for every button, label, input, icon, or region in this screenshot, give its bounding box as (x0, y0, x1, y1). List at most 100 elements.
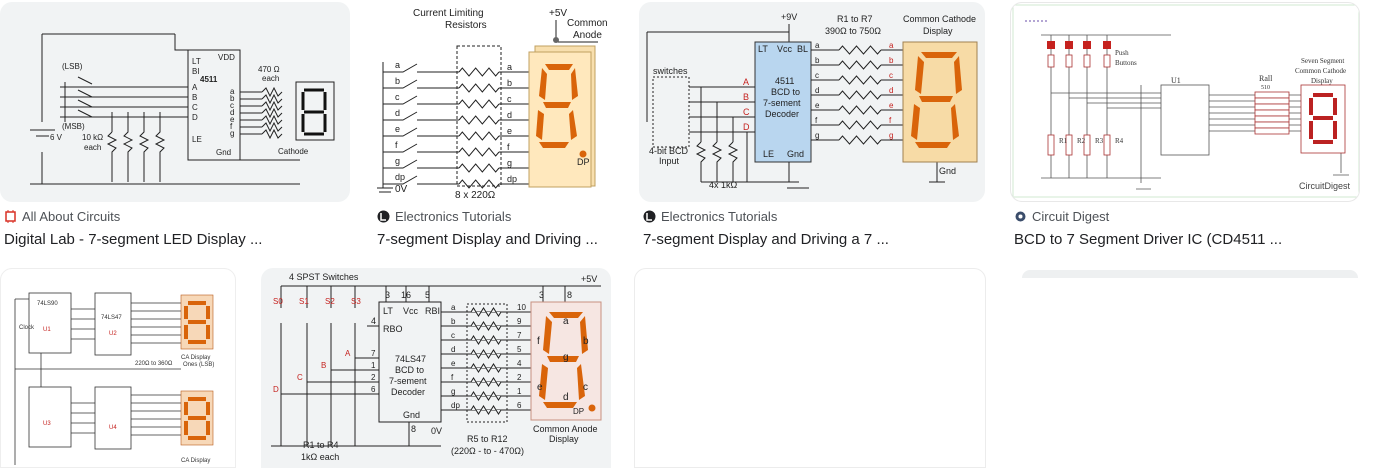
resistor (458, 179, 529, 189)
svg-text:f: f (230, 122, 233, 131)
result-card-3[interactable]: aabbccddeeffggabcdefg +9V R1 to R7 390Ω … (639, 2, 985, 252)
pin-number: 2 (371, 373, 376, 382)
result-card-4[interactable]: Push Buttons U1 Rall 510 Seven Segment C… (1010, 2, 1360, 252)
svg-text:BL: BL (797, 44, 808, 54)
result-source-4[interactable]: Circuit Digest (1014, 209, 1109, 224)
input-label: A (743, 77, 749, 87)
output-label: dp (451, 401, 460, 410)
resistor (470, 363, 502, 373)
result-card-7[interactable] (634, 268, 986, 468)
svg-text:Gnd: Gnd (403, 410, 420, 420)
svg-text:Decoder: Decoder (391, 387, 425, 397)
pin-number: 6 (517, 401, 522, 410)
svg-text:8: 8 (567, 290, 572, 300)
segment-label: b (583, 336, 589, 347)
display-pin-label: e (889, 101, 894, 110)
svg-text:Current Limiting: Current Limiting (413, 8, 484, 19)
output-label: d (815, 86, 819, 95)
svg-text:4511: 4511 (200, 75, 218, 84)
result-card-2[interactable]: aabbccddeeffggdpdpabcdefg Current Limiti… (373, 2, 623, 252)
result-card-1[interactable]: 4511 VDD LT BI A B C D LE Gnd (LSB) (MSB… (0, 2, 350, 252)
resistor (470, 335, 502, 345)
result-title-3[interactable]: 7-segment Display and Driving a 7 ... (643, 231, 889, 248)
svg-text:A: A (192, 83, 198, 92)
svg-text:0V: 0V (395, 184, 408, 195)
svg-text:(LSB): (LSB) (62, 62, 83, 71)
pin-label-left: f (395, 140, 398, 150)
pin-number: 1 (371, 361, 376, 370)
et-logo-icon (377, 210, 390, 223)
result-thumbnail-5[interactable]: Clock U1 U2 U3 U4 74LS90 74LS47 CA Displ… (0, 268, 236, 468)
result-card-8[interactable] (1022, 270, 1358, 278)
output-label: g (815, 131, 819, 140)
svg-text:switches: switches (653, 66, 688, 76)
svg-text:CA Display: CA Display (181, 458, 210, 464)
svg-text:Cathode: Cathode (278, 147, 309, 156)
svg-text:3: 3 (539, 290, 544, 300)
result-source-3[interactable]: Electronics Tutorials (643, 209, 777, 224)
resistor (811, 90, 903, 100)
svg-text:Common Cathode: Common Cathode (1295, 67, 1346, 75)
svg-text:e: e (230, 115, 235, 124)
switch-label: S0 (273, 297, 283, 306)
74ls47-diagram: 4 SPST Switches +5V 74LS47 BCD to 7-seme… (271, 272, 602, 462)
output-label: d (451, 345, 455, 354)
svg-text:+5V: +5V (581, 274, 597, 284)
output-label: b (451, 317, 456, 326)
svg-text:470 Ω: 470 Ω (258, 65, 280, 74)
svg-text:R1 to R7: R1 to R7 (837, 14, 873, 24)
result-thumbnail-3[interactable]: aabbccddeeffggabcdefg +9V R1 to R7 390Ω … (639, 2, 985, 202)
result-source-1[interactable]: All About Circuits (4, 209, 120, 224)
svg-text:BCD to: BCD to (771, 87, 800, 97)
svg-text:3: 3 (385, 290, 390, 300)
svg-text:220Ω to 360Ω: 220Ω to 360Ω (135, 361, 173, 367)
svg-text:each: each (262, 74, 279, 83)
switch-line (383, 159, 459, 169)
svg-text:Resistors: Resistors (445, 20, 487, 31)
result-card-6[interactable]: 4 SPST Switches +5V 74LS47 BCD to 7-seme… (261, 268, 611, 468)
source-name: Electronics Tutorials (661, 209, 778, 224)
display-pin-label: f (889, 116, 892, 125)
result-thumbnail-8[interactable] (1022, 270, 1358, 278)
svg-text:LT: LT (192, 57, 201, 66)
result-source-2[interactable]: Electronics Tutorials (377, 209, 511, 224)
svg-text:c: c (230, 101, 234, 110)
display-pin-label: b (889, 56, 894, 65)
svg-text:4x 1kΩ: 4x 1kΩ (709, 180, 738, 190)
pin-label-right: b (507, 78, 512, 88)
switch-line (383, 143, 459, 153)
pin-number: 7 (517, 331, 522, 340)
gear-icon (1015, 211, 1026, 222)
result-thumbnail-6[interactable]: 4 SPST Switches +5V 74LS47 BCD to 7-seme… (261, 268, 611, 468)
output-label: f (451, 373, 454, 382)
svg-text:Vcc: Vcc (403, 306, 419, 316)
svg-text:Common: Common (567, 18, 608, 29)
resistor (458, 147, 529, 157)
display-pin-label: c (889, 71, 893, 80)
result-thumbnail-1[interactable]: 4511 VDD LT BI A B C D LE Gnd (LSB) (MSB… (0, 2, 350, 202)
circuit-digest-diagram: Push Buttons U1 Rall 510 Seven Segment C… (1012, 4, 1359, 198)
pin-label-right: g (507, 158, 512, 168)
pin-label-right: d (507, 110, 512, 120)
result-title-2[interactable]: 7-segment Display and Driving ... (377, 231, 598, 248)
pin-label-left: c (395, 92, 400, 102)
svg-text:Gnd: Gnd (939, 166, 956, 176)
pin-number: 4 (517, 359, 522, 368)
result-card-5[interactable]: Clock U1 U2 U3 U4 74LS90 74LS47 CA Displ… (0, 268, 236, 468)
resistor (811, 105, 903, 115)
svg-text:Buttons: Buttons (1115, 59, 1137, 67)
result-thumbnail-2[interactable]: aabbccddeeffggdpdpabcdefg Current Limiti… (373, 2, 623, 202)
svg-text:8: 8 (411, 424, 416, 434)
result-thumbnail-7[interactable] (634, 268, 986, 468)
result-thumbnail-4[interactable]: Push Buttons U1 Rall 510 Seven Segment C… (1010, 2, 1360, 202)
resistor (470, 321, 502, 331)
svg-text:Common Anode: Common Anode (533, 424, 598, 434)
pin-label-right: dp (507, 174, 517, 184)
pin-number: 6 (371, 385, 376, 394)
result-title-1[interactable]: Digital Lab - 7-segment LED Display ... (4, 231, 263, 248)
switch-line (383, 175, 459, 185)
source-name: All About Circuits (22, 209, 121, 224)
result-title-4[interactable]: BCD to 7 Segment Driver IC (CD4511 ... (1014, 231, 1283, 248)
svg-text:R5 to R12: R5 to R12 (467, 434, 508, 444)
segment-label: f (537, 336, 540, 347)
